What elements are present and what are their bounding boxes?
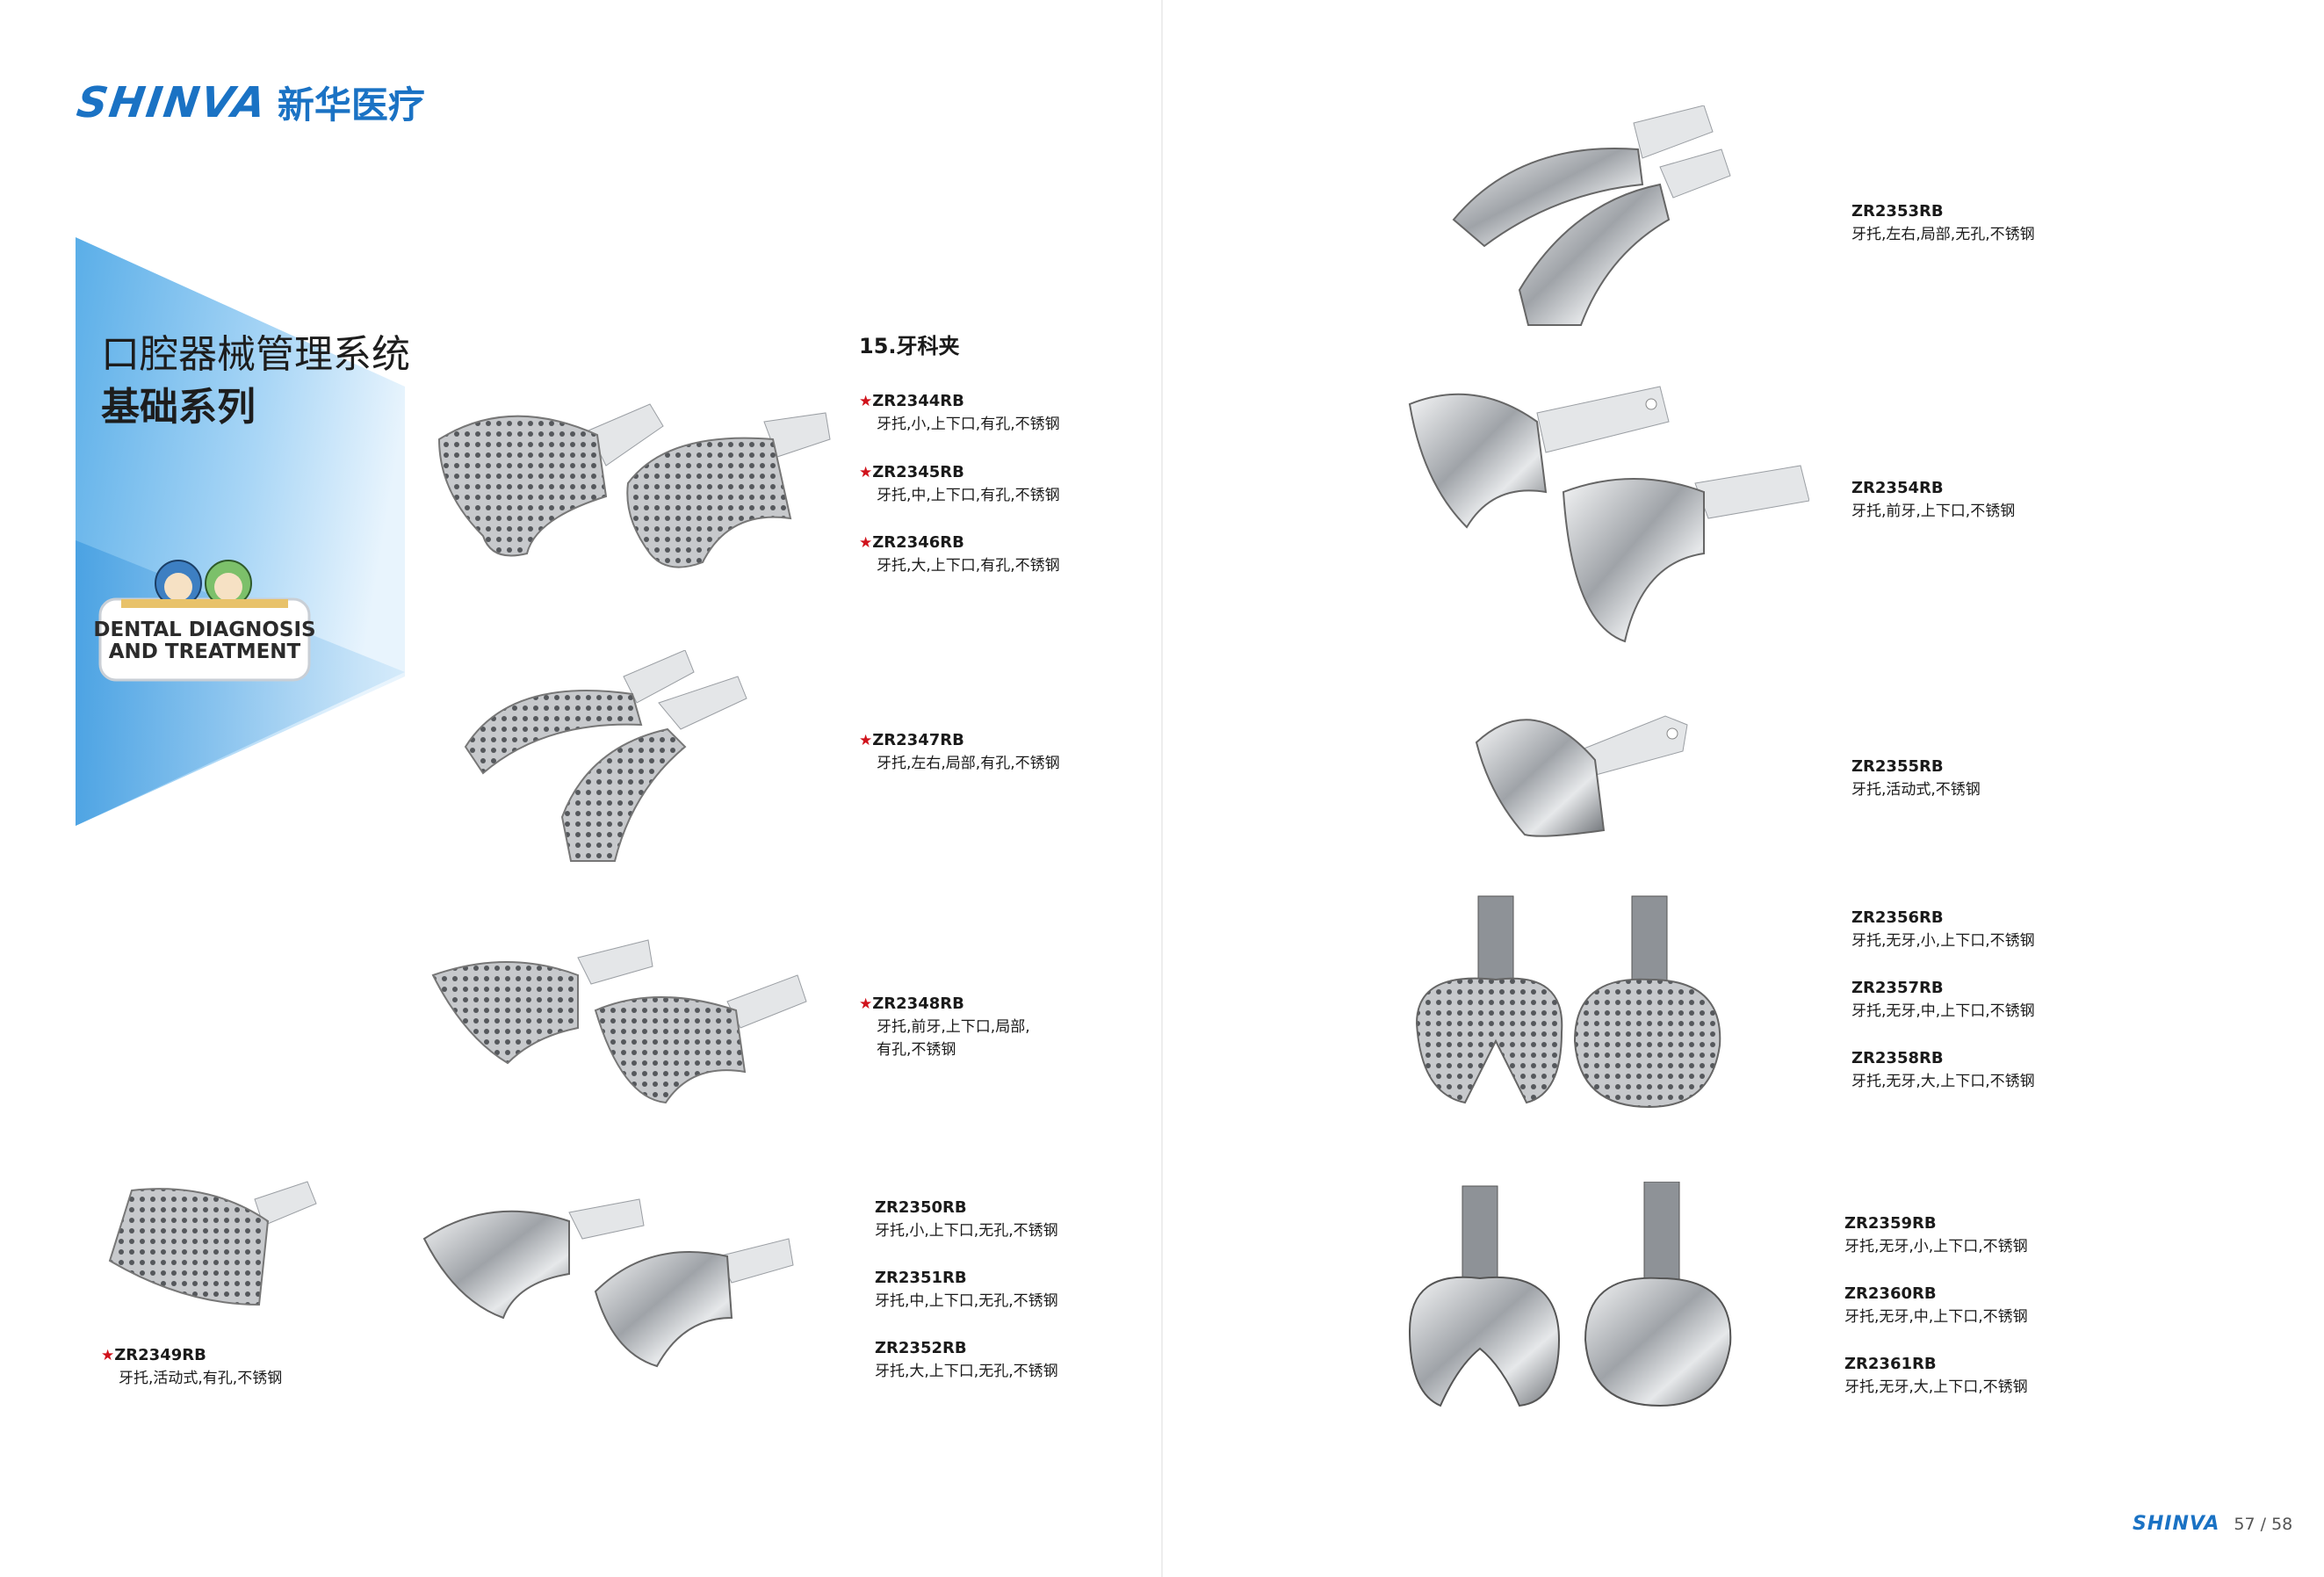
solid-edentulous-tray-image <box>1408 1182 1732 1407</box>
series-title-line2: 基础系列 <box>101 385 256 430</box>
perforated-edentulous-tray-image <box>1415 895 1721 1109</box>
page-number: 57 / 58 <box>2234 1514 2293 1534</box>
product-label-zr2350rb: ZR2350RB 牙托,小,上下口,无孔,不锈钢 <box>875 1198 1058 1240</box>
featured-star-icon: ★ <box>859 534 873 552</box>
product-label-zr2348rb: ★ZR2348RB 牙托,前牙,上下口,局部, 有孔,不锈钢 <box>859 995 1030 1059</box>
product-label-zr2360rb: ZR2360RB 牙托,无牙,中,上下口,不锈钢 <box>1844 1284 2028 1326</box>
featured-star-icon: ★ <box>859 732 873 749</box>
perforated-partial-tray-image <box>464 650 747 862</box>
featured-star-icon: ★ <box>101 1347 115 1364</box>
brand-logo-chinese: 新华医疗 <box>277 83 425 127</box>
section-title: 15.牙科夹 <box>859 334 960 358</box>
badge-line1: DENTAL DIAGNOSIS <box>95 619 314 641</box>
solid-anterior-tray-image <box>1408 386 1809 643</box>
solid-tray-pair-image <box>422 1198 794 1368</box>
product-label-zr2352rb: ZR2352RB 牙托,大,上下口,无孔,不锈钢 <box>875 1339 1058 1380</box>
brand-logo: SHINVA 新华医疗 <box>74 76 425 129</box>
solid-removable-tray-image <box>1475 715 1688 837</box>
product-label-zr2355rb: ZR2355RB 牙托,活动式,不锈钢 <box>1851 757 1981 799</box>
brand-logo-latin: SHINVA <box>74 77 271 127</box>
product-label-zr2356rb: ZR2356RB 牙托,无牙,小,上下口,不锈钢 <box>1851 908 2035 950</box>
product-label-zr2349rb: ★ZR2349RB 牙托,活动式,有孔,不锈钢 <box>101 1346 283 1387</box>
page-footer: SHINVA 57 / 58 <box>2133 1513 2292 1535</box>
badge-line2: AND TREATMENT <box>109 640 301 663</box>
product-label-zr2347rb: ★ZR2347RB 牙托,左右,局部,有孔,不锈钢 <box>859 731 1060 772</box>
product-label-zr2358rb: ZR2358RB 牙托,无牙,大,上下口,不锈钢 <box>1851 1049 2035 1090</box>
dental-badge: DENTAL DIAGNOSIS AND TREATMENT <box>95 560 314 682</box>
series-banner <box>76 237 405 826</box>
featured-star-icon: ★ <box>859 464 873 481</box>
page-spine <box>1161 0 1163 1577</box>
product-label-zr2345rb: ★ZR2345RB 牙托,中,上下口,有孔,不锈钢 <box>859 463 1060 504</box>
product-label-zr2359rb: ZR2359RB 牙托,无牙,小,上下口,不锈钢 <box>1844 1214 2028 1255</box>
featured-star-icon: ★ <box>859 393 873 410</box>
series-title-line1: 口腔器械管理系统 <box>101 332 410 377</box>
featured-star-icon: ★ <box>859 995 873 1013</box>
footer-logo: SHINVA <box>2133 1513 2220 1535</box>
product-label-zr2346rb: ★ZR2346RB 牙托,大,上下口,有孔,不锈钢 <box>859 533 1060 575</box>
product-label-zr2361rb: ZR2361RB 牙托,无牙,大,上下口,不锈钢 <box>1844 1355 2028 1396</box>
perforated-removable-tray-image <box>108 1181 317 1306</box>
product-label-zr2344rb: ★ZR2344RB 牙托,小,上下口,有孔,不锈钢 <box>859 392 1060 433</box>
product-label-zr2357rb: ZR2357RB 牙托,无牙,中,上下口,不锈钢 <box>1851 979 2035 1020</box>
product-label-zr2353rb: ZR2353RB 牙托,左右,局部,无孔,不锈钢 <box>1851 202 2035 243</box>
solid-partial-tray-image <box>1452 105 1731 326</box>
product-label-zr2354rb: ZR2354RB 牙托,前牙,上下口,不锈钢 <box>1851 479 2016 520</box>
product-label-zr2351rb: ZR2351RB 牙托,中,上下口,无孔,不锈钢 <box>875 1269 1058 1310</box>
perforated-anterior-tray-image <box>431 939 807 1104</box>
perforated-tray-pair-image <box>437 403 831 568</box>
series-title: 口腔器械管理系统 基础系列 <box>101 329 410 434</box>
